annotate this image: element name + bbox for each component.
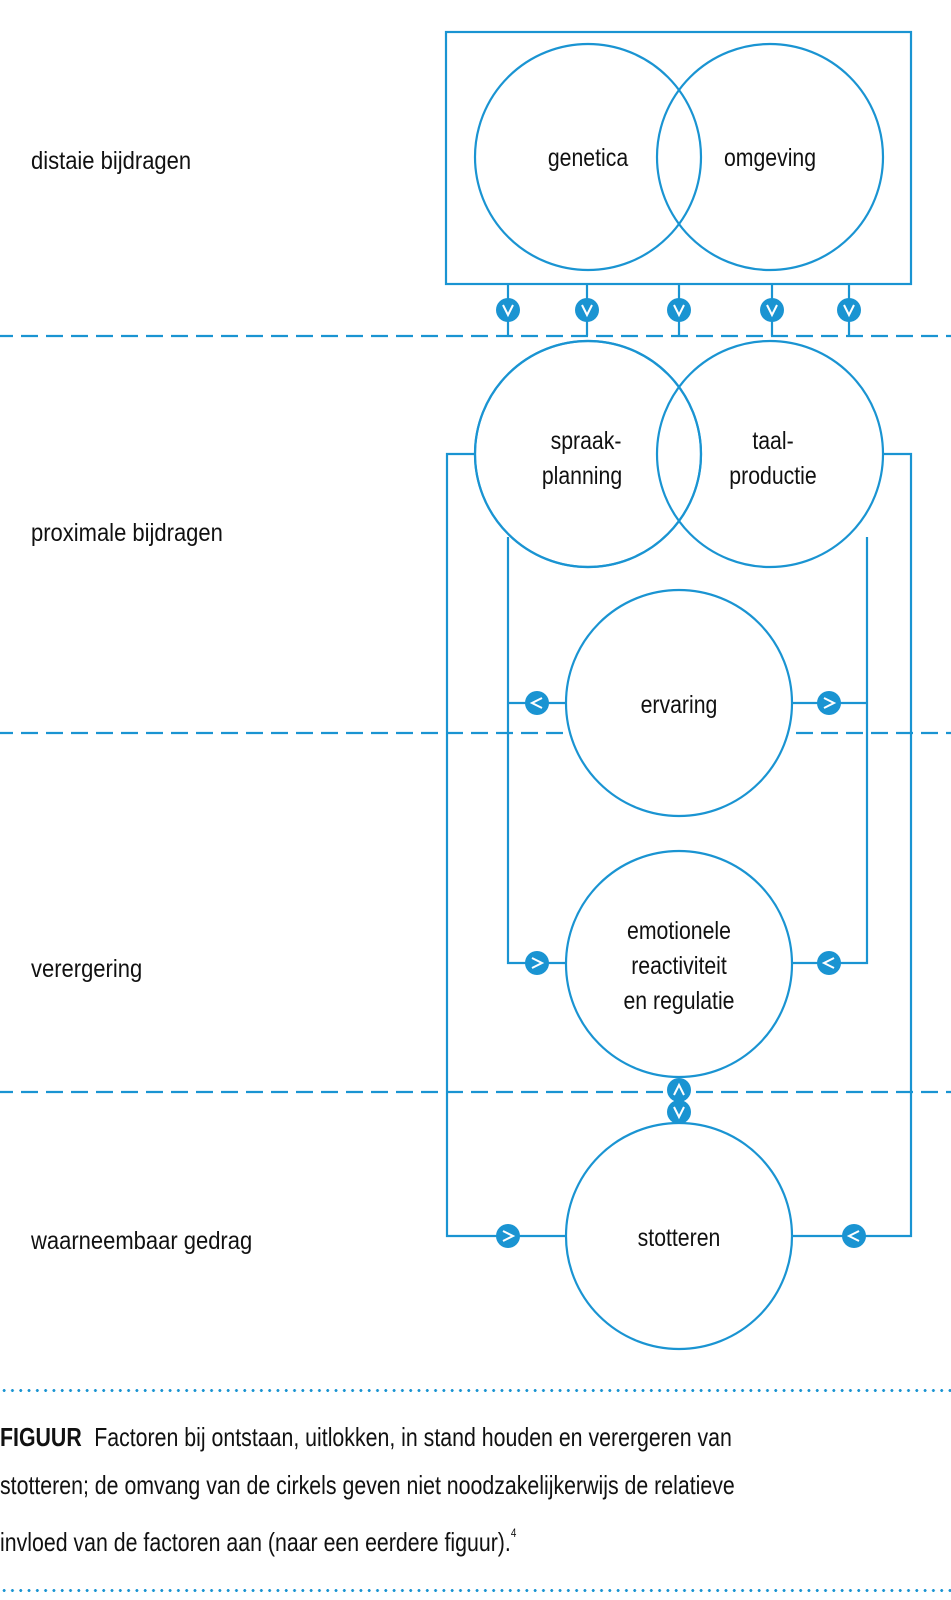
- arrow-down-icon: [496, 298, 520, 322]
- arrow-marker-disc: [575, 298, 599, 322]
- arrow-marker-disc: [817, 691, 841, 715]
- arrow-marker-disc: [760, 298, 784, 322]
- arrow-marker-disc: [667, 1100, 691, 1124]
- arrow-marker-disc: [837, 298, 861, 322]
- arrow-chevron: [673, 1082, 685, 1096]
- node-labels: genetica omgeving spraak- planning taal-…: [542, 143, 817, 1251]
- node-stotteren: stotteren: [638, 1223, 721, 1251]
- arrow-marker-disc: [842, 1224, 866, 1248]
- arrow-down-icon: [837, 298, 861, 322]
- arrow-left-icon: [842, 1224, 866, 1248]
- arrow-marker-disc: [525, 951, 549, 975]
- arrow-chevron: [502, 1230, 516, 1242]
- arrow-chevron: [673, 1106, 685, 1120]
- arrow-markers: [496, 298, 866, 1248]
- circle-spraakplanning-outline: [473, 339, 703, 569]
- arrow-down-icon: [667, 1100, 691, 1124]
- arrow-right-icon: [525, 951, 549, 975]
- circle-omgeving: [655, 42, 885, 272]
- arrow-marker-disc: [525, 691, 549, 715]
- node-emotionele-line1: emotionele: [627, 916, 731, 944]
- outer-loop-right: [792, 452, 913, 1238]
- caption-keyword: FIGUUR: [0, 1422, 82, 1452]
- arrow-up-icon: [667, 1078, 691, 1102]
- arrow-chevron: [843, 304, 855, 318]
- circle-ervaring: [564, 588, 794, 818]
- node-ervaring: ervaring: [641, 690, 718, 718]
- arrow-chevron: [531, 957, 545, 969]
- level-separators: [0, 334, 951, 1094]
- arrow-chevron: [529, 697, 543, 709]
- node-genetica: genetica: [548, 143, 628, 171]
- arrow-chevron: [673, 304, 685, 318]
- arrow-chevron: [581, 304, 593, 318]
- arrow-left-icon: [817, 951, 841, 975]
- caption-line-3: invloed van de factoren aan (naar een ee…: [0, 1509, 927, 1566]
- arrow-right-icon: [496, 1224, 520, 1248]
- arrow-right-icon: [817, 691, 841, 715]
- outer-loop-left: [445, 452, 566, 1238]
- factor-circles: [473, 42, 885, 1351]
- arrow-down-icon: [575, 298, 599, 322]
- arrow-marker-disc: [667, 298, 691, 322]
- caption-top-rule: [0, 1389, 951, 1392]
- circle-emotionele: [564, 849, 794, 1079]
- arrow-marker-disc: [667, 1078, 691, 1102]
- node-taalproductie-line2: productie: [729, 461, 816, 489]
- level-label-aggravation: verergering: [31, 955, 142, 983]
- arrow-down-icon: [760, 298, 784, 322]
- caption-bottom-rule: [0, 1589, 951, 1592]
- caption-text-1: Factoren bij ontstaan, uitlokken, in sta…: [94, 1422, 732, 1452]
- caption-line-2: stotteren; de omvang van de cirkels geve…: [0, 1470, 735, 1500]
- figure-caption: FIGUUR Factoren bij ontstaan, uitlokken,…: [0, 1413, 927, 1566]
- circle-genetica: [473, 42, 703, 272]
- arrow-down-icon: [667, 298, 691, 322]
- arrow-marker-disc: [817, 951, 841, 975]
- level-labels: distaie bijdragen proximale bijdragen ve…: [30, 147, 252, 1255]
- level-label-proximal: proximale bijdragen: [31, 519, 223, 547]
- footnote-reference: 4: [510, 1526, 517, 1540]
- arrow-chevron: [766, 304, 778, 318]
- node-omgeving: omgeving: [724, 143, 816, 171]
- level-label-distal: distaie bijdragen: [31, 147, 191, 175]
- node-taalproductie-line1: taal-: [752, 426, 793, 454]
- arrow-marker-disc: [496, 1224, 520, 1248]
- node-emotionele-line3: en regulatie: [624, 986, 735, 1014]
- inner-loop-right: [792, 537, 869, 965]
- connectors: [444, 30, 913, 1238]
- arrow-left-icon: [525, 691, 549, 715]
- arrow-chevron: [502, 304, 514, 318]
- circle-taalproductie: [655, 339, 885, 569]
- arrow-chevron: [821, 957, 835, 969]
- caption-line-1: FIGUUR Factoren bij ontstaan, uitlokken,…: [0, 1413, 927, 1461]
- arrow-marker-disc: [496, 298, 520, 322]
- node-spraakplanning-line1: spraak-: [551, 426, 622, 454]
- node-emotionele-line2: reactiviteit: [631, 951, 727, 979]
- caption-text-3: invloed van de factoren aan (naar een ee…: [0, 1527, 511, 1557]
- inner-loop-left: [506, 537, 566, 965]
- level-label-observable: waarneembaar gedrag: [30, 1227, 252, 1255]
- distal-box: [444, 30, 913, 286]
- arrow-chevron: [823, 697, 837, 709]
- arrow-chevron: [846, 1230, 860, 1242]
- node-spraakplanning-line2: planning: [542, 461, 622, 489]
